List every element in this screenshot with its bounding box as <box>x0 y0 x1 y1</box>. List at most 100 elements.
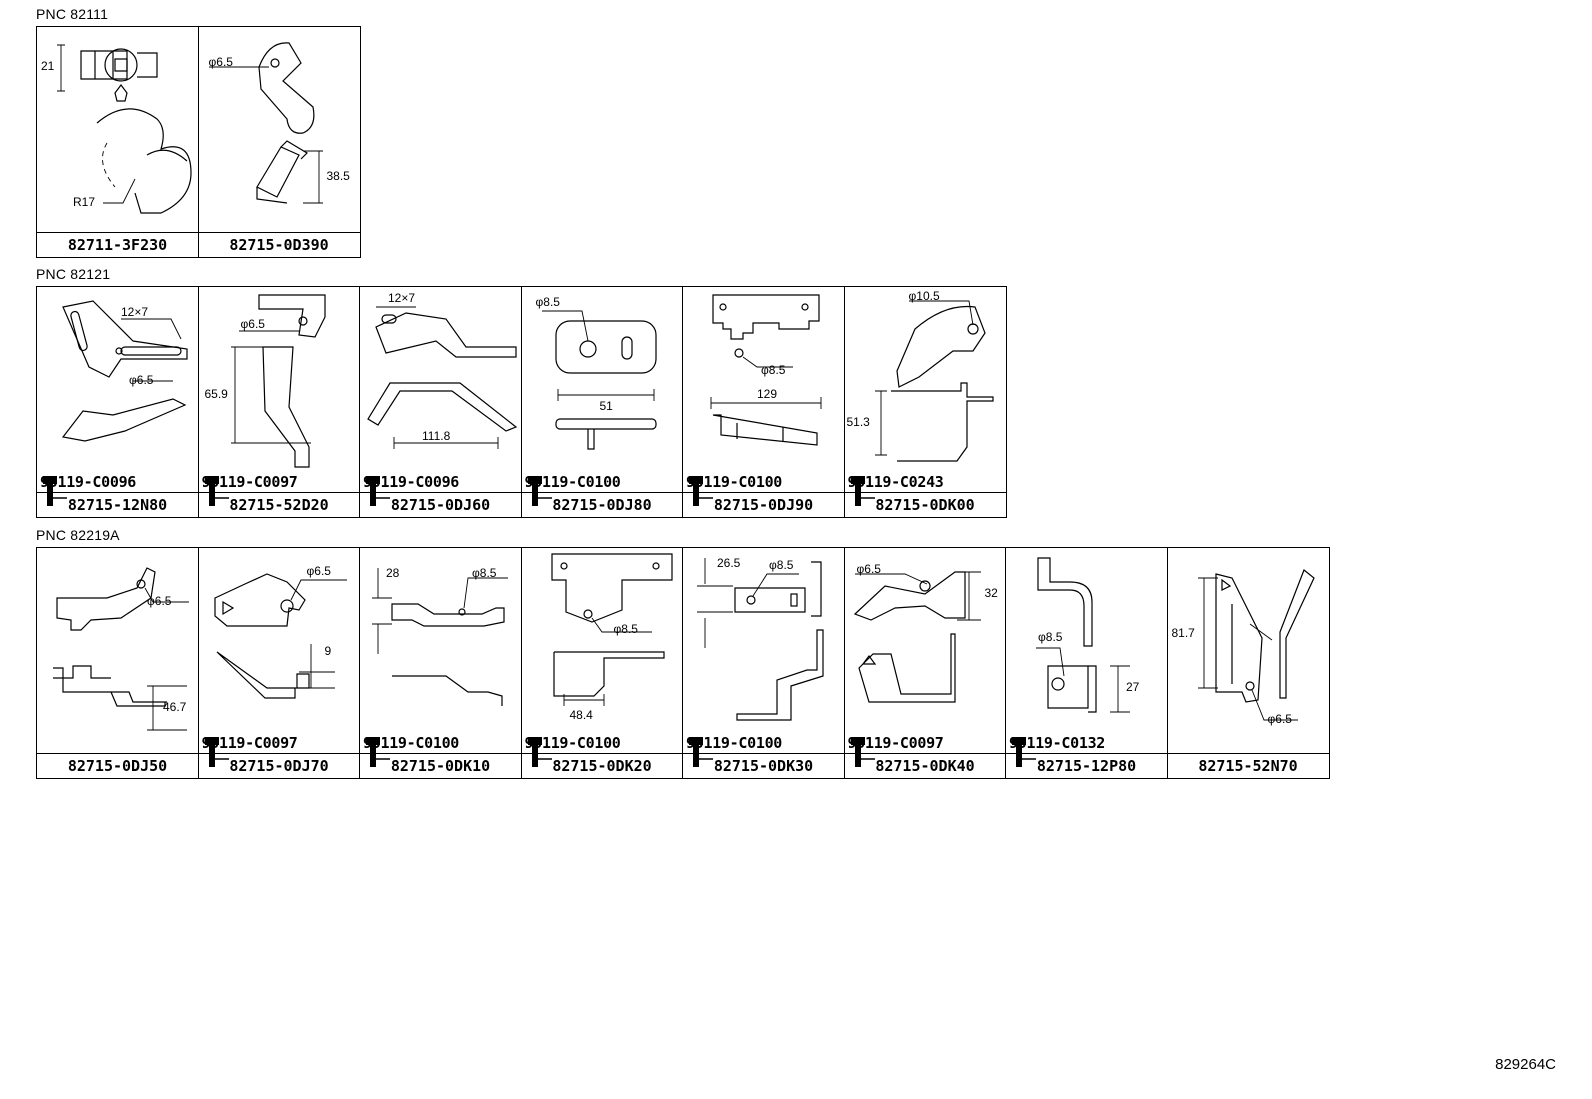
part-drawing: 28 φ8.5 90119-C0100 <box>360 548 521 767</box>
bolt-part-number: 90119-C0097 <box>201 734 298 752</box>
part-number: 82715-12N80 <box>67 496 168 514</box>
part-cell[interactable]: φ6.5 65.9 90119-C0097 82715-52D20 <box>197 286 361 518</box>
part-cell[interactable]: φ6.5 38.5 82715-0D390 <box>197 26 361 258</box>
bolt-part-number: 90119-C0132 <box>1009 734 1106 752</box>
pnc-title: PNC 82219A <box>36 527 120 543</box>
bracket-drawing <box>1197 569 1315 721</box>
dimension-label: 38.5 <box>326 169 350 183</box>
plate-drawing <box>541 310 657 450</box>
part-cell[interactable]: 12×7 φ6.5 90119-C0096 82715-12N80 <box>36 286 199 518</box>
bracket-drawing <box>710 294 822 446</box>
dimension-label: φ6.5 <box>208 55 233 69</box>
dimension-label: 12×7 <box>121 305 149 319</box>
dimension-label: 46.7 <box>163 700 187 714</box>
part-cell[interactable]: 12×7 111.8 90119-C0096 82715-0DJ60 <box>359 286 522 518</box>
part-cell[interactable]: φ10.5 51.3 90119-C0243 82715-0DK00 <box>843 286 1007 518</box>
dimension-label: φ8.5 <box>535 295 560 309</box>
part-cell[interactable]: φ8.5 129 90119-C0100 82715-0DJ90 <box>682 286 845 518</box>
dimension-label: φ6.5 <box>129 373 154 387</box>
pnc-title: PNC 82121 <box>36 266 111 282</box>
part-number: 82715-0DK10 <box>390 757 491 775</box>
part-drawing: φ10.5 51.3 90119-C0243 <box>844 287 1006 506</box>
part-cell[interactable]: φ8.5 27 90119-C0132 82715-12P80 <box>1005 547 1168 779</box>
dimension-label: 27 <box>1126 680 1140 694</box>
part-cell[interactable]: 21 R17 82711-3F230 <box>36 26 199 258</box>
bolt-part-number: 90119-C0097 <box>201 473 298 491</box>
part-cell[interactable]: φ6.5 32 90119-C0097 82715-0DK40 <box>843 547 1007 779</box>
part-number: 82715-52N70 <box>1198 757 1298 775</box>
bolt-callout: 90119-C0100 <box>686 734 783 767</box>
dimension-label: 48.4 <box>569 708 593 722</box>
part-drawing: φ8.5 51 90119-C0100 <box>521 287 683 506</box>
bolt-part-number: 90119-C0096 <box>40 473 137 491</box>
part-drawing: φ8.5 48.4 90119-C0100 <box>521 548 683 767</box>
bolt-callout: 90119-C0097 <box>201 734 298 767</box>
bolt-callout: 90119-C0096 <box>363 473 460 506</box>
bolt-callout: 90119-C0100 <box>525 735 621 767</box>
bolt-part-number: 90119-C0096 <box>363 473 460 491</box>
dimension-label: R17 <box>73 195 96 209</box>
bolt-icon <box>527 737 552 767</box>
part-number: 82715-0D390 <box>229 236 329 254</box>
part-drawing: 12×7 φ6.5 90119-C0096 <box>37 287 198 506</box>
dimension-label: 12×7 <box>388 291 416 305</box>
bolt-part-number: 90119-C0243 <box>847 473 944 491</box>
part-number: 82715-52D20 <box>229 496 329 514</box>
dimension-label: 26.5 <box>717 556 741 570</box>
part-drawing: 81.7 φ6.5 <box>1167 548 1329 754</box>
dimension-label: φ8.5 <box>769 558 794 572</box>
dimension-label: 21 <box>41 59 55 73</box>
part-cell[interactable]: 26.5 φ8.5 90119-C0100 82715-0DK30 <box>682 547 845 779</box>
dimension-label: 111.8 <box>422 429 451 443</box>
bolt-part-number: 90119-C0100 <box>524 473 621 491</box>
bolt-icon <box>689 476 713 506</box>
part-cell[interactable]: 28 φ8.5 90119-C0100 82715-0DK10 <box>359 547 522 779</box>
dimension-label: φ8.5 <box>613 622 638 636</box>
part-cell[interactable]: 81.7 φ6.5 82715-52N70 <box>1166 547 1330 779</box>
bolt-callout: 90119-C0243 <box>847 473 944 506</box>
dimension-label: φ8.5 <box>761 363 786 377</box>
bolt-icon <box>366 737 390 767</box>
dimension-label: φ6.5 <box>240 317 265 331</box>
bolt-icon <box>850 737 875 767</box>
bolt-callout: 90119-C0100 <box>524 473 621 506</box>
part-cell[interactable]: φ6.5 46.7 82715-0DJ50 <box>36 547 199 779</box>
dimension-label: φ6.5 <box>306 564 331 578</box>
bracket-drawing <box>61 300 188 442</box>
part-drawing: 21 R17 <box>37 27 198 233</box>
part-number: 82715-0DJ60 <box>390 496 491 514</box>
bolt-part-number: 90119-C0100 <box>363 734 460 752</box>
dimension-label: 28 <box>386 566 400 580</box>
bolt-part-number: 90119-C0100 <box>686 473 783 491</box>
bracket-drawing <box>372 568 508 706</box>
bolt-icon <box>850 476 875 506</box>
bolt-part-number: 90119-C0100 <box>686 734 783 752</box>
bracket-drawing <box>874 300 994 462</box>
part-drawing: φ6.5 46.7 <box>37 548 198 754</box>
bolt-icon <box>689 737 713 767</box>
part-number: 82715-0DJ50 <box>67 757 168 775</box>
bolt-part-number: 90119-C0097 <box>847 734 944 752</box>
bolt-icon <box>366 476 390 506</box>
part-drawing: φ6.5 32 90119-C0097 <box>844 548 1006 767</box>
part-drawing: φ8.5 27 90119-C0132 <box>1006 548 1167 767</box>
bolt-icon <box>204 737 229 767</box>
dimension-label: 65.9 <box>204 387 228 401</box>
part-cell[interactable]: φ8.5 48.4 90119-C0100 82715-0DK20 <box>520 547 684 779</box>
diagram-code: 829264C <box>1495 1056 1556 1073</box>
part-drawing: φ6.5 38.5 <box>198 27 360 233</box>
bracket-drawing <box>697 558 824 721</box>
part-cell[interactable]: φ6.5 9 90119-C0097 82715-0DJ70 <box>197 547 361 779</box>
part-number: 82711-3F230 <box>67 236 168 254</box>
part-cell[interactable]: φ8.5 51 90119-C0100 82715-0DJ80 <box>520 286 684 518</box>
bolt-callout: 90119-C0097 <box>847 734 944 767</box>
part-drawing: φ6.5 9 90119-C0097 <box>198 548 360 767</box>
part-number: 82715-0DK30 <box>713 757 814 775</box>
dimension-label: 129 <box>757 387 778 401</box>
part-drawing: 26.5 φ8.5 90119-C0100 <box>683 548 844 767</box>
parts-row-82219a: φ6.5 46.7 82715-0DJ50 φ6.5 9 90119-C <box>36 547 1330 779</box>
pnc-title: PNC 82111 <box>36 6 109 22</box>
dimension-label: φ6.5 <box>856 562 881 576</box>
dimension-label: φ8.5 <box>1038 630 1063 644</box>
part-number: 82715-12P80 <box>1036 757 1137 775</box>
